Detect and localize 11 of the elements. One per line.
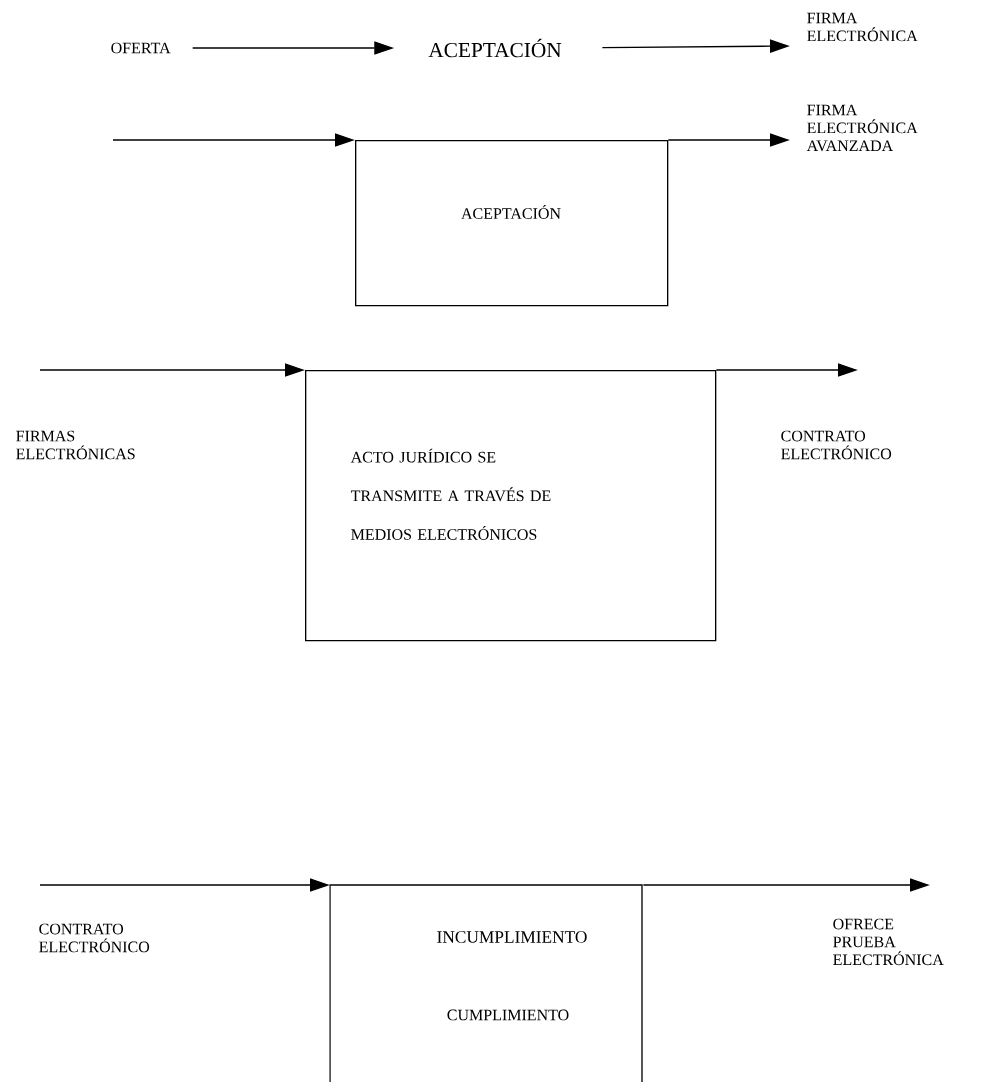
open-process-box: INCUMPLIMIENTO CUMPLIMIENTO [329,884,643,1082]
edge-label: CONTRATO ELECTRÓNICO [781,430,892,460]
node-label: OFERTA [111,42,171,54]
node-label: ACEPTACIÓN [428,38,562,58]
edge-label: CONTRATO ELECTRÓNICO [39,923,150,953]
edge-label: OFRECE PRUEBA ELECTRÓNICA [833,918,944,966]
process-box: ACEPTACIÓN [355,140,669,307]
process-box: ACTO JURÍDICO SE TRANSMITE A TRAVÉS DE MEDIOS ELECTRÓNICOS [305,370,717,642]
node-label: FIRMA ELECTRÓNICA AVANZADA [806,104,918,152]
edge-label: FIRMAS ELECTRÓNICAS [16,430,135,460]
node-label: FIRMA ELECTRÓNICA [807,12,918,42]
